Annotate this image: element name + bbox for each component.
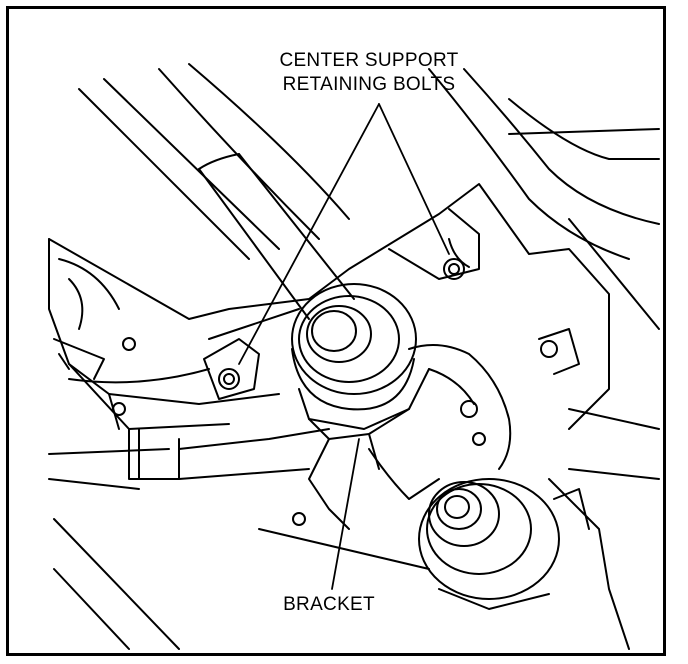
bracket-label: BRACKET — [283, 594, 375, 615]
leader-bracket — [331, 438, 360, 590]
crossmember — [48, 183, 610, 526]
rear-yoke — [368, 344, 512, 500]
label-line-1: CENTER SUPPORT — [279, 50, 459, 71]
center-support-retaining-bolts-label: CENTER SUPPORT RETAINING BOLTS — [254, 49, 484, 97]
left-mount — [48, 258, 330, 490]
bracket-part — [308, 368, 430, 530]
rear-coupling — [418, 478, 590, 610]
drive-shaft-front — [198, 153, 355, 320]
drivetrain-illustration — [48, 63, 660, 650]
center-support-bearing — [291, 283, 417, 430]
leader-bolt-left — [238, 103, 380, 365]
label-line-2: RETAINING BOLTS — [282, 74, 456, 95]
diagram-frame: CENTER SUPPORT RETAINING BOLTS BRACKET — [6, 6, 666, 656]
leader-bolt-right — [378, 103, 450, 255]
leader-lines — [238, 103, 450, 590]
floor-pan-lines — [78, 63, 660, 330]
lower-frame — [53, 408, 660, 650]
